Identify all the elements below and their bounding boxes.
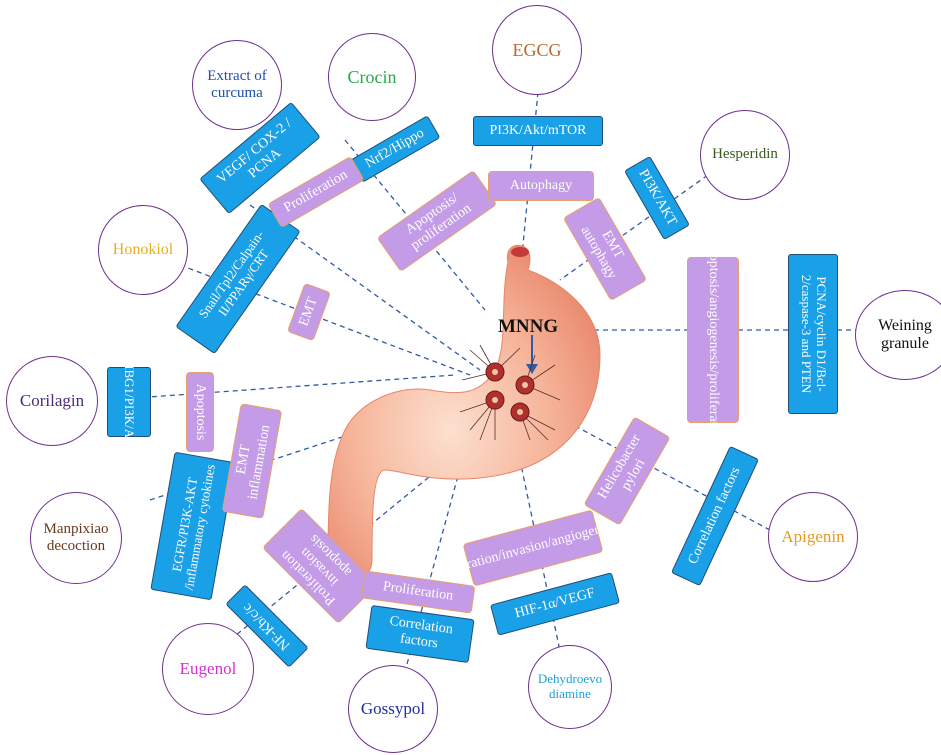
pathway-hmbg1[interactable]: HMBG1/PI3K/AKT bbox=[107, 367, 151, 437]
effect-label: Apoptosis/angiogenesis/proliferation bbox=[705, 237, 721, 444]
pathway-pi3k-akt-mtor[interactable]: PI3K/Akt/mTOR bbox=[473, 116, 603, 146]
compound-label: Hesperidin bbox=[712, 146, 778, 163]
compound-curcuma[interactable]: Extract of curcuma bbox=[192, 40, 282, 130]
compound-honokiol[interactable]: Honokiol bbox=[98, 205, 188, 295]
compound-label: EGCG bbox=[513, 40, 562, 61]
compound-hesperidin[interactable]: Hesperidin bbox=[700, 110, 790, 200]
pathway-label: Correlation factors bbox=[371, 612, 469, 657]
pathway-label: HMBG1/PI3K/AKT bbox=[122, 349, 137, 456]
pathway-label: PCNA/cyclin D1/Bcl-2/caspase-3 and PTEN bbox=[798, 259, 828, 409]
compound-crocin[interactable]: Crocin bbox=[328, 33, 416, 121]
compound-egcg[interactable]: EGCG bbox=[492, 5, 582, 95]
pathway-label: EGFR/PI3K-AKT /inflammatory cytokines bbox=[167, 459, 219, 592]
compound-manpixiao[interactable]: Manpixiao decoction bbox=[30, 492, 122, 584]
compound-label: Manpixiao decoction bbox=[31, 521, 121, 556]
effect-autophagy[interactable]: Autophagy bbox=[488, 171, 594, 201]
compound-gossypol[interactable]: Gossypol bbox=[348, 665, 438, 753]
effect-label: Proliferation bbox=[382, 579, 454, 605]
compound-label: Apigenin bbox=[781, 527, 844, 547]
compound-label: Corilagin bbox=[20, 391, 84, 411]
pathway-label: PI3K/Akt/mTOR bbox=[490, 123, 587, 139]
compound-dehydroevodiamine[interactable]: Dehydroevodiamine bbox=[528, 645, 612, 729]
mnng-label: MNNG bbox=[498, 316, 558, 338]
compound-label: Dehydroevodiamine bbox=[537, 672, 603, 702]
compound-label: Weining granule bbox=[856, 317, 941, 354]
compound-corilagin[interactable]: Corilagin bbox=[6, 356, 98, 446]
compound-label: Crocin bbox=[348, 67, 397, 88]
effect-label: EMT bbox=[296, 295, 321, 328]
pathway-pcna-cyclin[interactable]: PCNA/cyclin D1/Bcl-2/caspase-3 and PTEN bbox=[788, 254, 838, 414]
effect-apoptosis-angiogenesis[interactable]: Apoptosis/angiogenesis/proliferation bbox=[687, 257, 739, 423]
effect-label: Autophagy bbox=[510, 178, 572, 194]
compound-label: Extract of curcuma bbox=[193, 68, 281, 103]
compound-eugenol[interactable]: Eugenol bbox=[162, 623, 254, 715]
compound-label: Eugenol bbox=[180, 659, 237, 679]
compound-label: Honokiol bbox=[113, 241, 173, 259]
compound-label: Gossypol bbox=[361, 699, 425, 719]
effect-label: Apoptosis bbox=[192, 384, 208, 441]
compound-apigenin[interactable]: Apigenin bbox=[768, 492, 858, 582]
effect-apoptosis[interactable]: Apoptosis bbox=[186, 372, 214, 452]
